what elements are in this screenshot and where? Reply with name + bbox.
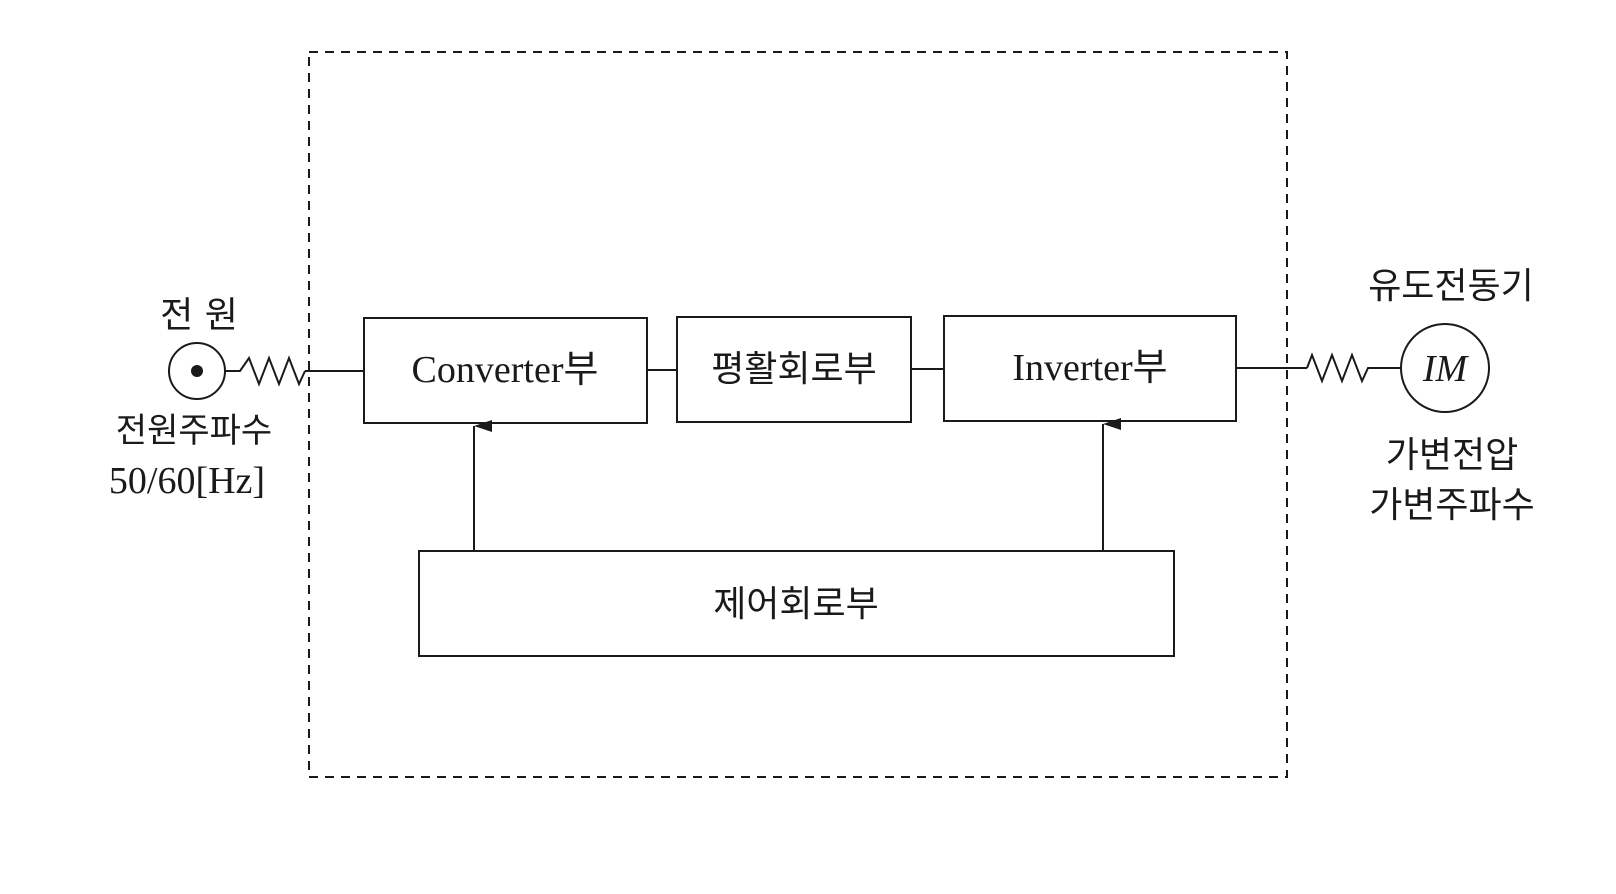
inverter-label: Inverter부 bbox=[1012, 347, 1167, 389]
load-impedance-icon bbox=[1306, 352, 1401, 384]
power-source-icon bbox=[168, 342, 226, 400]
source-frequency-label: 전원주파수 bbox=[116, 411, 272, 451]
source-impedance-icon bbox=[225, 355, 306, 387]
converter-block bbox=[363, 317, 648, 424]
power-source-title: 전 원 bbox=[160, 295, 238, 336]
converter-label: Converter부 bbox=[412, 349, 599, 391]
control-circuit-block bbox=[418, 550, 1175, 657]
motor-output-voltage-label: 가변전압 bbox=[1386, 435, 1518, 476]
motor-symbol-label: IM bbox=[1422, 348, 1470, 390]
smoothing-circuit-label: 평활회로부 bbox=[711, 349, 877, 390]
control-circuit-label: 제어회로부 bbox=[713, 584, 879, 625]
induction-motor-icon bbox=[1400, 323, 1490, 413]
smoothing-circuit-block bbox=[676, 316, 912, 423]
source-frequency-value: 50/60[Hz] bbox=[109, 460, 265, 502]
motor-title: 유도전동기 bbox=[1368, 266, 1534, 307]
motor-output-frequency-label: 가변주파수 bbox=[1369, 485, 1535, 526]
inverter-unit-boundary bbox=[308, 51, 1288, 778]
